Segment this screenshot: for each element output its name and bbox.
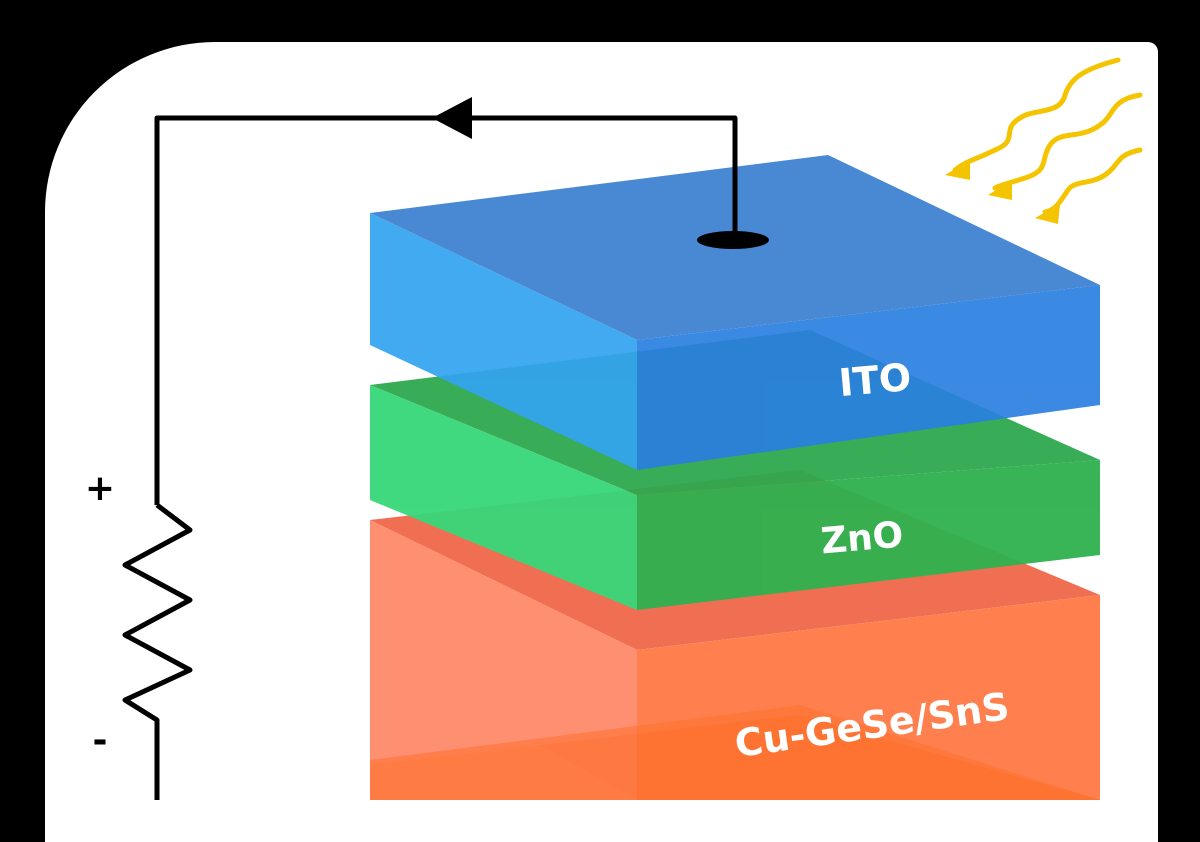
current-arrow-icon — [432, 97, 472, 139]
solar-cell-diagram: ITO ZnO Cu-GeSe/SnS + - — [85, 57, 1143, 800]
electrode-contact — [697, 231, 769, 249]
zno-label: ZnO — [819, 514, 905, 562]
sunlight-arrowheads-icon — [945, 160, 1060, 224]
ito-label: ITO — [837, 355, 913, 405]
sunlight-rays-icon — [952, 57, 1143, 215]
minus-sign: - — [93, 720, 108, 761]
plus-sign: + — [85, 468, 115, 509]
